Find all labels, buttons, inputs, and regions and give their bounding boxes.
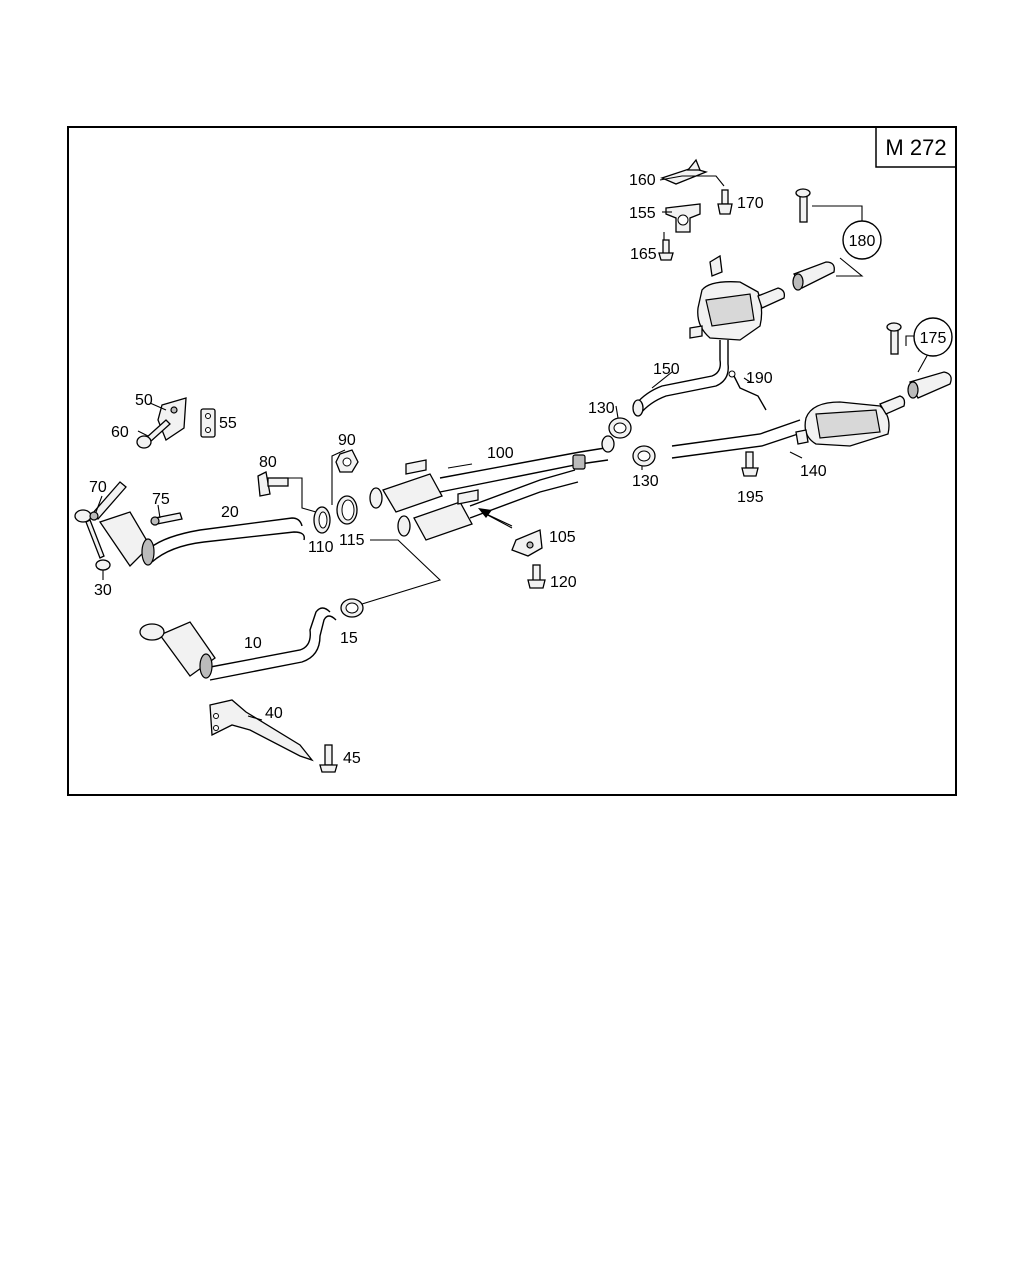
part-50-bracket[interactable] — [157, 397, 187, 441]
part-105-bracket[interactable] — [511, 529, 543, 557]
callout-105[interactable]: 105 — [549, 529, 576, 546]
callout-circle-175 — [913, 317, 953, 357]
callout-140[interactable]: 140 — [800, 463, 827, 480]
part-30-bolt[interactable] — [74, 509, 111, 571]
part-110-seal-ring[interactable] — [313, 506, 331, 534]
part-195-bolt[interactable] — [741, 451, 759, 477]
part-155-rubber-mount[interactable] — [665, 203, 701, 233]
part-60-bolt[interactable] — [136, 419, 171, 449]
part-100-middle-pipe[interactable] — [369, 435, 615, 541]
part-45-bolt[interactable] — [319, 744, 338, 773]
callout-15[interactable]: 15 — [340, 630, 358, 647]
callout-80[interactable]: 80 — [259, 454, 277, 471]
part-165-bolt[interactable] — [658, 239, 674, 261]
model-label: M 272 — [885, 135, 946, 160]
callout-labels: 10 15 20 30 40 45 50 55 60 70 75 80 90 1… — [89, 172, 946, 767]
callout-55[interactable]: 55 — [219, 415, 237, 432]
callout-195[interactable]: 195 — [737, 489, 764, 506]
callout-165[interactable]: 165 — [630, 246, 657, 263]
callout-90[interactable]: 90 — [338, 432, 356, 449]
part-120-bolt[interactable] — [527, 564, 546, 589]
part-150-rear-muffler-left[interactable] — [632, 254, 786, 417]
part-130-clamp-upper[interactable] — [608, 417, 632, 439]
part-90-nut[interactable] — [335, 449, 359, 473]
callout-115[interactable]: 115 — [339, 532, 365, 549]
part-170-bolt[interactable] — [717, 189, 733, 215]
callout-20[interactable]: 20 — [221, 504, 239, 521]
part-160-hanger-bracket[interactable] — [660, 158, 709, 185]
part-75-oxygen-sensor[interactable] — [150, 512, 183, 526]
callout-30[interactable]: 30 — [94, 582, 112, 599]
part-175-trim-bolt[interactable] — [886, 322, 902, 355]
callout-155[interactable]: 155 — [629, 205, 656, 222]
part-80-bolt[interactable] — [257, 471, 289, 497]
callout-130-lower[interactable]: 130 — [632, 473, 659, 490]
arrow-indicator — [478, 508, 513, 527]
callout-70[interactable]: 70 — [89, 479, 107, 496]
part-20-front-pipe-upper[interactable] — [98, 511, 305, 568]
leader-lines — [95, 175, 929, 721]
callout-50[interactable]: 50 — [135, 392, 153, 409]
part-180-trim-bolt[interactable] — [795, 188, 811, 223]
callout-40[interactable]: 40 — [265, 705, 283, 722]
callout-160[interactable]: 160 — [629, 172, 656, 189]
callout-150[interactable]: 150 — [653, 361, 680, 378]
diagram-frame — [67, 126, 957, 796]
callout-190[interactable]: 190 — [746, 370, 773, 387]
callout-110[interactable]: 110 — [308, 539, 334, 556]
part-40-heat-shield[interactable] — [209, 699, 314, 762]
part-180-tailpipe-trim[interactable] — [792, 261, 835, 291]
callout-180[interactable]: 180 — [849, 233, 876, 250]
part-115-clamp-ring[interactable] — [336, 495, 358, 525]
part-130-clamp-lower[interactable] — [632, 445, 656, 467]
callout-130-upper[interactable]: 130 — [588, 400, 615, 417]
callout-100[interactable]: 100 — [487, 445, 514, 462]
callout-60[interactable]: 60 — [111, 424, 129, 441]
part-190-hanger[interactable] — [728, 370, 767, 411]
callout-circle-180 — [842, 220, 882, 260]
part-15-clamp[interactable] — [340, 598, 364, 618]
callout-45[interactable]: 45 — [343, 750, 361, 767]
callout-120[interactable]: 120 — [550, 574, 577, 591]
callout-75[interactable]: 75 — [152, 491, 170, 508]
part-70-oxygen-sensor[interactable] — [89, 481, 127, 521]
callout-10[interactable]: 10 — [244, 635, 262, 652]
part-10-front-pipe-lower[interactable] — [139, 607, 337, 681]
callout-170[interactable]: 170 — [737, 195, 764, 212]
model-box: M 272 — [875, 126, 957, 168]
part-55-gasket[interactable] — [200, 408, 216, 438]
part-175-tailpipe-trim[interactable] — [907, 371, 952, 399]
callout-175[interactable]: 175 — [920, 330, 947, 347]
part-140-rear-muffler-right[interactable] — [671, 395, 906, 459]
